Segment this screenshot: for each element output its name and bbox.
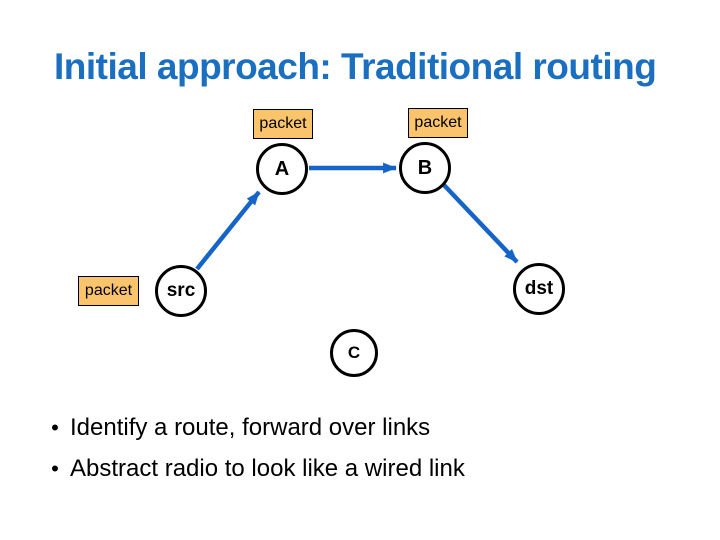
packet-tag-b-label: packet <box>414 114 462 131</box>
node-b: B <box>399 142 451 194</box>
packet-tag-src-label: packet <box>84 282 133 299</box>
packet-tag-b: packet <box>408 108 468 138</box>
bullet-item: • Identify a route, forward over links <box>40 407 680 448</box>
slide-title: Initial approach: Traditional routing <box>54 46 657 87</box>
node-c-label: C <box>347 343 361 362</box>
edge-src-to-a <box>195 190 261 271</box>
node-dst: dst <box>513 263 565 315</box>
bullet-text: Abstract radio to look like a wired link <box>70 455 465 482</box>
bullet-dot-icon: • <box>51 456 59 481</box>
node-dst-label: dst <box>524 278 554 299</box>
packet-tag-a-label: packet <box>259 115 307 132</box>
edge-b-to-dst <box>441 182 519 264</box>
packet-tag-a: packet <box>253 109 313 139</box>
node-c: C <box>330 329 378 377</box>
packet-tag-src: packet <box>78 276 139 306</box>
bullet-text: Identify a route, forward over links <box>70 414 431 441</box>
node-src-label: src <box>166 280 196 301</box>
bullet-item: • Abstract radio to look like a wired li… <box>40 448 680 489</box>
bullet-list: • Identify a route, forward over links •… <box>40 407 680 489</box>
node-a-label: A <box>274 157 290 180</box>
node-src: src <box>155 265 207 317</box>
node-a: A <box>256 143 308 195</box>
node-b-label: B <box>417 156 433 179</box>
bullet-dot-icon: • <box>51 415 59 440</box>
